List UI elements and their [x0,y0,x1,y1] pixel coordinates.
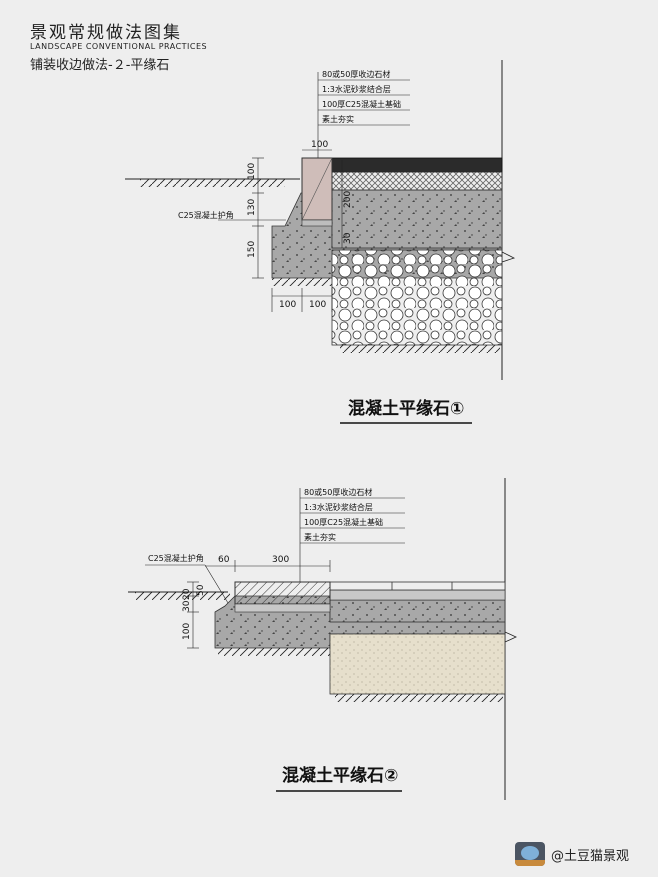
d1-dim-30: 30 [343,232,353,244]
d2-layer-1: 80或50厚收边石材 [304,487,372,497]
d1-dim-130: 130 [247,199,257,216]
brand-watermark: @土豆猫景观 [515,842,629,866]
d2-dim-20: 20 [182,588,192,600]
detail2-drawing: 80或50厚收边石材 1:3水泥砂浆结合层 100厚C25混凝土基础 素土夯实 … [128,478,517,800]
d2-layer-3: 100厚C25混凝土基础 [304,517,383,527]
d1-dim-200: 200 [343,191,353,208]
d1-layer-3: 100厚C25混凝土基础 [322,99,401,109]
brand-logo-icon [515,842,545,866]
d1-dim-100: 100 [247,163,257,180]
d1-dim-top: 100 [311,140,328,150]
brand-text: @土豆猫景观 [551,848,630,864]
d1-dim-150: 150 [247,241,257,258]
section-title: 铺装收边做法-２-平缘石 [30,58,170,73]
d1-dim-bottom-right: 100 [309,300,326,310]
d2-dim-100: 100 [182,623,192,640]
page-title: 景观常规做法图集 [30,23,182,43]
page-subtitle: LANDSCAPE CONVENTIONAL PRACTICES [30,42,208,51]
d2-dim-60: 60 [218,555,230,565]
d1-corner-label: C25混凝土护角 [178,210,234,220]
d2-layer-2: 1:3水泥砂浆结合层 [304,502,373,512]
d2-corner-label: C25混凝土护角 [148,553,204,563]
d1-dim-bottom-left: 100 [279,300,296,310]
detail1-drawing: 80或50厚收边石材 1:3水泥砂浆结合层 100厚C25混凝土基础 素土夯实 … [125,60,516,424]
d1-layer-1: 80或50厚收边石材 [322,69,390,79]
d2-caption: 混凝土平缘石② [282,765,398,786]
d1-layer-4: 素土夯实 [322,114,354,124]
d1-layer-2: 1:3水泥砂浆结合层 [322,84,391,94]
d2-dim-300: 300 [272,555,289,565]
d1-caption: 混凝土平缘石① [348,398,464,419]
d2-dim-50: 50 [196,584,206,596]
d2-layer-4: 素土夯实 [304,532,336,542]
d2-dim-30: 30 [182,600,192,612]
